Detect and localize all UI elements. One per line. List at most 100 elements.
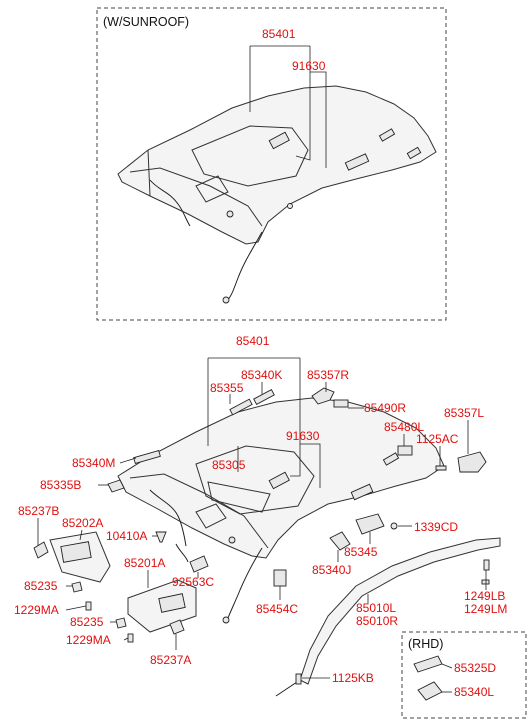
main-leader-lines [37, 357, 487, 679]
roof-connector [228, 536, 236, 544]
label-85237a: 85237A [150, 653, 191, 667]
roof-rib [207, 481, 271, 513]
sunroof-side-clip [378, 128, 396, 142]
leader-1229ma-2 [123, 637, 129, 641]
label-85480l: 85480L [384, 420, 424, 434]
handle-recess [350, 483, 374, 501]
map-lamp-cutout [268, 471, 290, 490]
sunroof-connector-2 [287, 203, 293, 209]
label-85401: 85401 [236, 334, 270, 348]
sunroof-clip [268, 131, 290, 150]
headliner-wire-2 [227, 547, 263, 619]
part-85490r [333, 399, 349, 408]
leader-85401 [207, 357, 301, 446]
room-lamp-opening [195, 503, 227, 529]
label-85355: 85355 [210, 381, 244, 395]
part-85454c [273, 569, 287, 587]
label-85010r: 85010R [356, 614, 398, 628]
part-1229ma-screw-1 [85, 601, 92, 611]
label-85201a: 85201A [124, 556, 165, 570]
rhd-box-title: (RHD) [408, 637, 443, 651]
label-1249lb: 1249LB [464, 589, 505, 603]
part-1125ac-bolt [435, 465, 447, 471]
part-85235-clip-2 [115, 617, 127, 629]
label-1229ma-2: 1229MA [66, 633, 111, 647]
label-85340k: 85340K [241, 368, 282, 382]
sunroof-lamp-opening [195, 175, 229, 203]
sunroof-wire-1 [149, 179, 191, 227]
leader-1229ma-1 [65, 605, 87, 611]
sunroof-wire-end [222, 296, 230, 304]
part-85340j-handle [329, 531, 351, 551]
leader-85340m [119, 457, 137, 464]
label-1125kb: 1125KB [332, 671, 374, 685]
part-1125kb-bolt [295, 673, 302, 685]
sunroof-panel-front [147, 149, 151, 197]
part-92563c-lamp [189, 555, 209, 573]
leader-85325d [441, 663, 453, 669]
sunroof-85401-leader [249, 45, 311, 112]
sunroof-connector [226, 210, 234, 218]
sunroof-label-85401: 85401 [262, 27, 296, 41]
label-92563c: 92563C [172, 575, 214, 589]
visor-mirror-right [158, 593, 186, 613]
sunroof-box-border [96, 7, 447, 321]
label-1249lm: 1249LM [464, 602, 507, 616]
label-85345: 85345 [344, 545, 378, 559]
part-85357r [311, 387, 335, 405]
part-85325d [413, 655, 443, 673]
label-85357r: 85357R [307, 368, 349, 382]
sunroof-handle-recess [344, 153, 370, 171]
part-85010-curtain-airbag [299, 537, 501, 685]
headliner-edge [129, 473, 269, 549]
main-labels: 85401 85355 85340K 85357R 85490R 85480L … [14, 334, 507, 685]
label-85357l: 85357L [444, 406, 484, 420]
part-85480l [397, 445, 413, 456]
part-85345-bracket [355, 513, 385, 535]
label-1339cd: 1339CD [414, 520, 458, 534]
label-85490r: 85490R [364, 401, 406, 415]
sunroof-headliner-panel [117, 85, 437, 245]
part-85357l [457, 451, 487, 473]
label-85010l: 85010L [356, 601, 396, 615]
label-1125ac: 1125AC [416, 432, 459, 446]
label-91630: 91630 [286, 429, 320, 443]
leader-85202a [79, 529, 83, 541]
label-85305: 85305 [212, 458, 246, 472]
label-85340m: 85340M [72, 456, 115, 470]
label-85335b: 85335B [40, 478, 81, 492]
part-85340m [133, 449, 161, 465]
sunroof-panel-edge [129, 167, 263, 227]
part-85355-handle [229, 398, 253, 416]
part-85335b [107, 479, 125, 493]
small-parts [33, 387, 501, 697]
label-85325d: 85325D [454, 661, 496, 675]
sunroof-rear-clip [406, 146, 422, 160]
part-85340k-handle [253, 389, 275, 405]
part-85340l [417, 681, 443, 701]
label-85454c: 85454C [256, 602, 298, 616]
leader-91630 [290, 443, 321, 488]
part-85235-clip-1 [71, 581, 83, 593]
part-1249lm-nut [481, 579, 490, 585]
headliner-wire-3 [175, 543, 189, 563]
rhd-variant-box: (RHD) 85325D 85340L [401, 631, 527, 719]
label-1229ma-1: 1229MA [14, 603, 59, 617]
label-85340l: 85340L [454, 685, 494, 699]
part-1249lb-bolt [483, 559, 490, 571]
label-85340j: 85340J [312, 563, 351, 577]
label-85235-1: 85235 [24, 579, 58, 593]
wire-end-connector [222, 616, 230, 624]
visor-mirror-left [60, 541, 92, 563]
label-85202a: 85202A [62, 516, 103, 530]
sunroof-91630-leader [295, 71, 327, 168]
part-1229ma-screw-2 [127, 633, 134, 643]
headliner-wire-1 [149, 489, 187, 547]
sunroof-wire-2 [225, 231, 263, 303]
label-10410a: 10410A [106, 529, 147, 543]
sunroof-variant-box: (W/SUNROOF) 85401 91630 [96, 7, 447, 321]
sunroof-opening [191, 125, 309, 187]
part-1339cd-bolt [390, 522, 398, 530]
main-headliner-assembly [117, 397, 445, 624]
